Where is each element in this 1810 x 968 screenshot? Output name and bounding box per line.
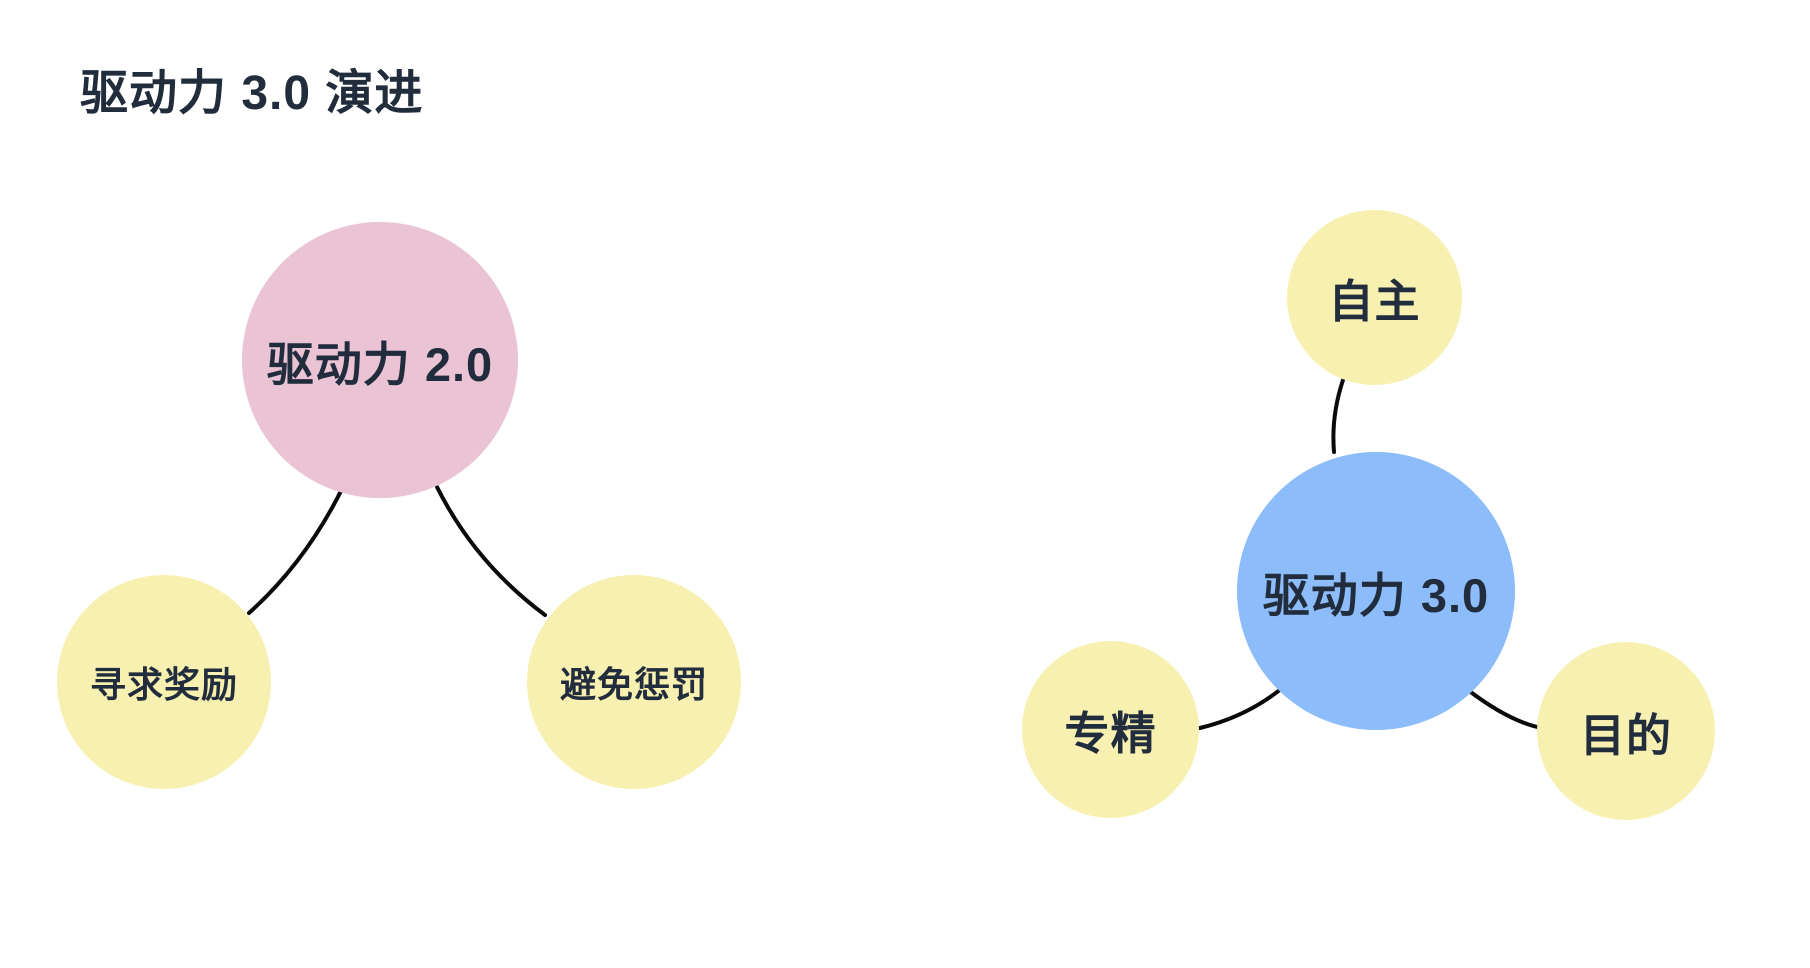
node-seek-rewards: 寻求奖励 <box>57 575 271 789</box>
node-avoid-punishment: 避免惩罚 <box>527 575 741 789</box>
node-autonomy: 自主 <box>1287 210 1462 385</box>
node-mastery-label: 专精 <box>1064 708 1157 759</box>
edge-drive2-seek-rewards <box>247 485 345 615</box>
node-avoid-punishment-label: 避免惩罚 <box>559 664 708 705</box>
node-purpose-label: 目的 <box>1579 709 1672 761</box>
node-purpose: 目的 <box>1537 642 1715 820</box>
node-drive-2-0: 驱动力 2.0 <box>242 222 518 498</box>
node-seek-rewards-label: 寻求奖励 <box>89 664 238 705</box>
node-drive-3-0-label: 驱动力 3.0 <box>1262 568 1490 622</box>
node-autonomy-label: 自主 <box>1328 276 1421 327</box>
edge-drive3-autonomy <box>1331 378 1345 454</box>
node-mastery: 专精 <box>1022 641 1199 818</box>
node-drive-3-0: 驱动力 3.0 <box>1237 452 1515 730</box>
edge-drive2-avoid-punishment <box>435 485 547 617</box>
diagram-title: 驱动力 3.0 演进 <box>80 67 424 120</box>
edge-drive3-purpose <box>1466 688 1544 730</box>
node-drive-2-0-label: 驱动力 2.0 <box>266 337 494 391</box>
edge-drive3-mastery <box>1198 682 1289 730</box>
